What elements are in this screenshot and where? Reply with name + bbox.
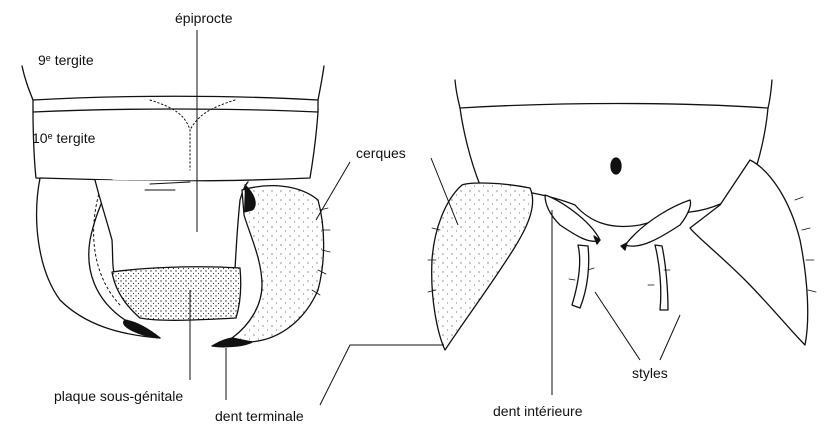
tergite-9-number: 9 [38,52,46,68]
right-left-cercus [432,183,533,350]
label-dent-interieure: dent intérieure [493,403,583,419]
subgenital-plate [112,267,241,321]
tergite-10-text: tergite [53,130,96,146]
label-tergite-10: 10e tergite [32,130,95,146]
left-specimen [22,66,330,347]
label-cerques: cerques [356,145,406,161]
tergite-9-text: tergite [51,52,94,68]
leader-cerques-left [316,162,350,220]
tergite-9-superscript: e [46,53,51,63]
style-left [572,245,589,308]
label-dent-terminale: dent terminale [215,408,304,424]
label-plaque-sous-genitale: plaque sous-génitale [54,388,183,404]
leader-dent-terminale-right [320,345,444,405]
leader-styles-left [595,292,640,360]
leader-styles [660,315,680,360]
epiproct-shape [95,180,248,275]
style-right [655,245,668,310]
tergite-10-number: 10 [32,130,48,146]
label-tergite-9: 9e tergite [38,52,94,68]
tergite-10-superscript: e [48,131,53,141]
label-styles: styles [632,365,668,381]
right-specimen [428,80,816,350]
label-epiprocte: épiprocte [175,10,233,26]
